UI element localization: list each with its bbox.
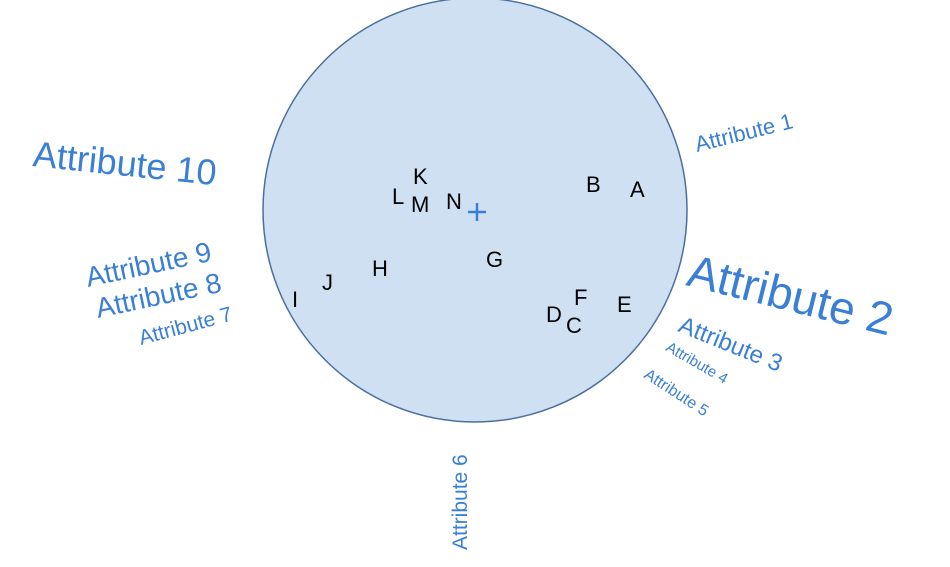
point-n: N	[446, 189, 462, 214]
point-f: F	[574, 285, 587, 310]
attribute-10-label: Attribute 10	[31, 133, 218, 193]
point-j: J	[322, 270, 333, 295]
point-g: G	[486, 247, 503, 272]
attribute-1-label: Attribute 1	[692, 108, 795, 157]
point-h: H	[372, 256, 388, 281]
point-d: D	[546, 302, 562, 327]
point-k: K	[413, 164, 428, 189]
point-l: L	[392, 184, 404, 209]
point-a: A	[630, 177, 645, 202]
point-i: I	[292, 287, 298, 312]
point-c: C	[566, 313, 582, 338]
plus-icon	[468, 203, 486, 221]
point-e: E	[617, 292, 632, 317]
point-b: B	[586, 172, 601, 197]
point-m: M	[411, 192, 429, 217]
attribute-6-label: Attribute 6	[449, 454, 472, 550]
